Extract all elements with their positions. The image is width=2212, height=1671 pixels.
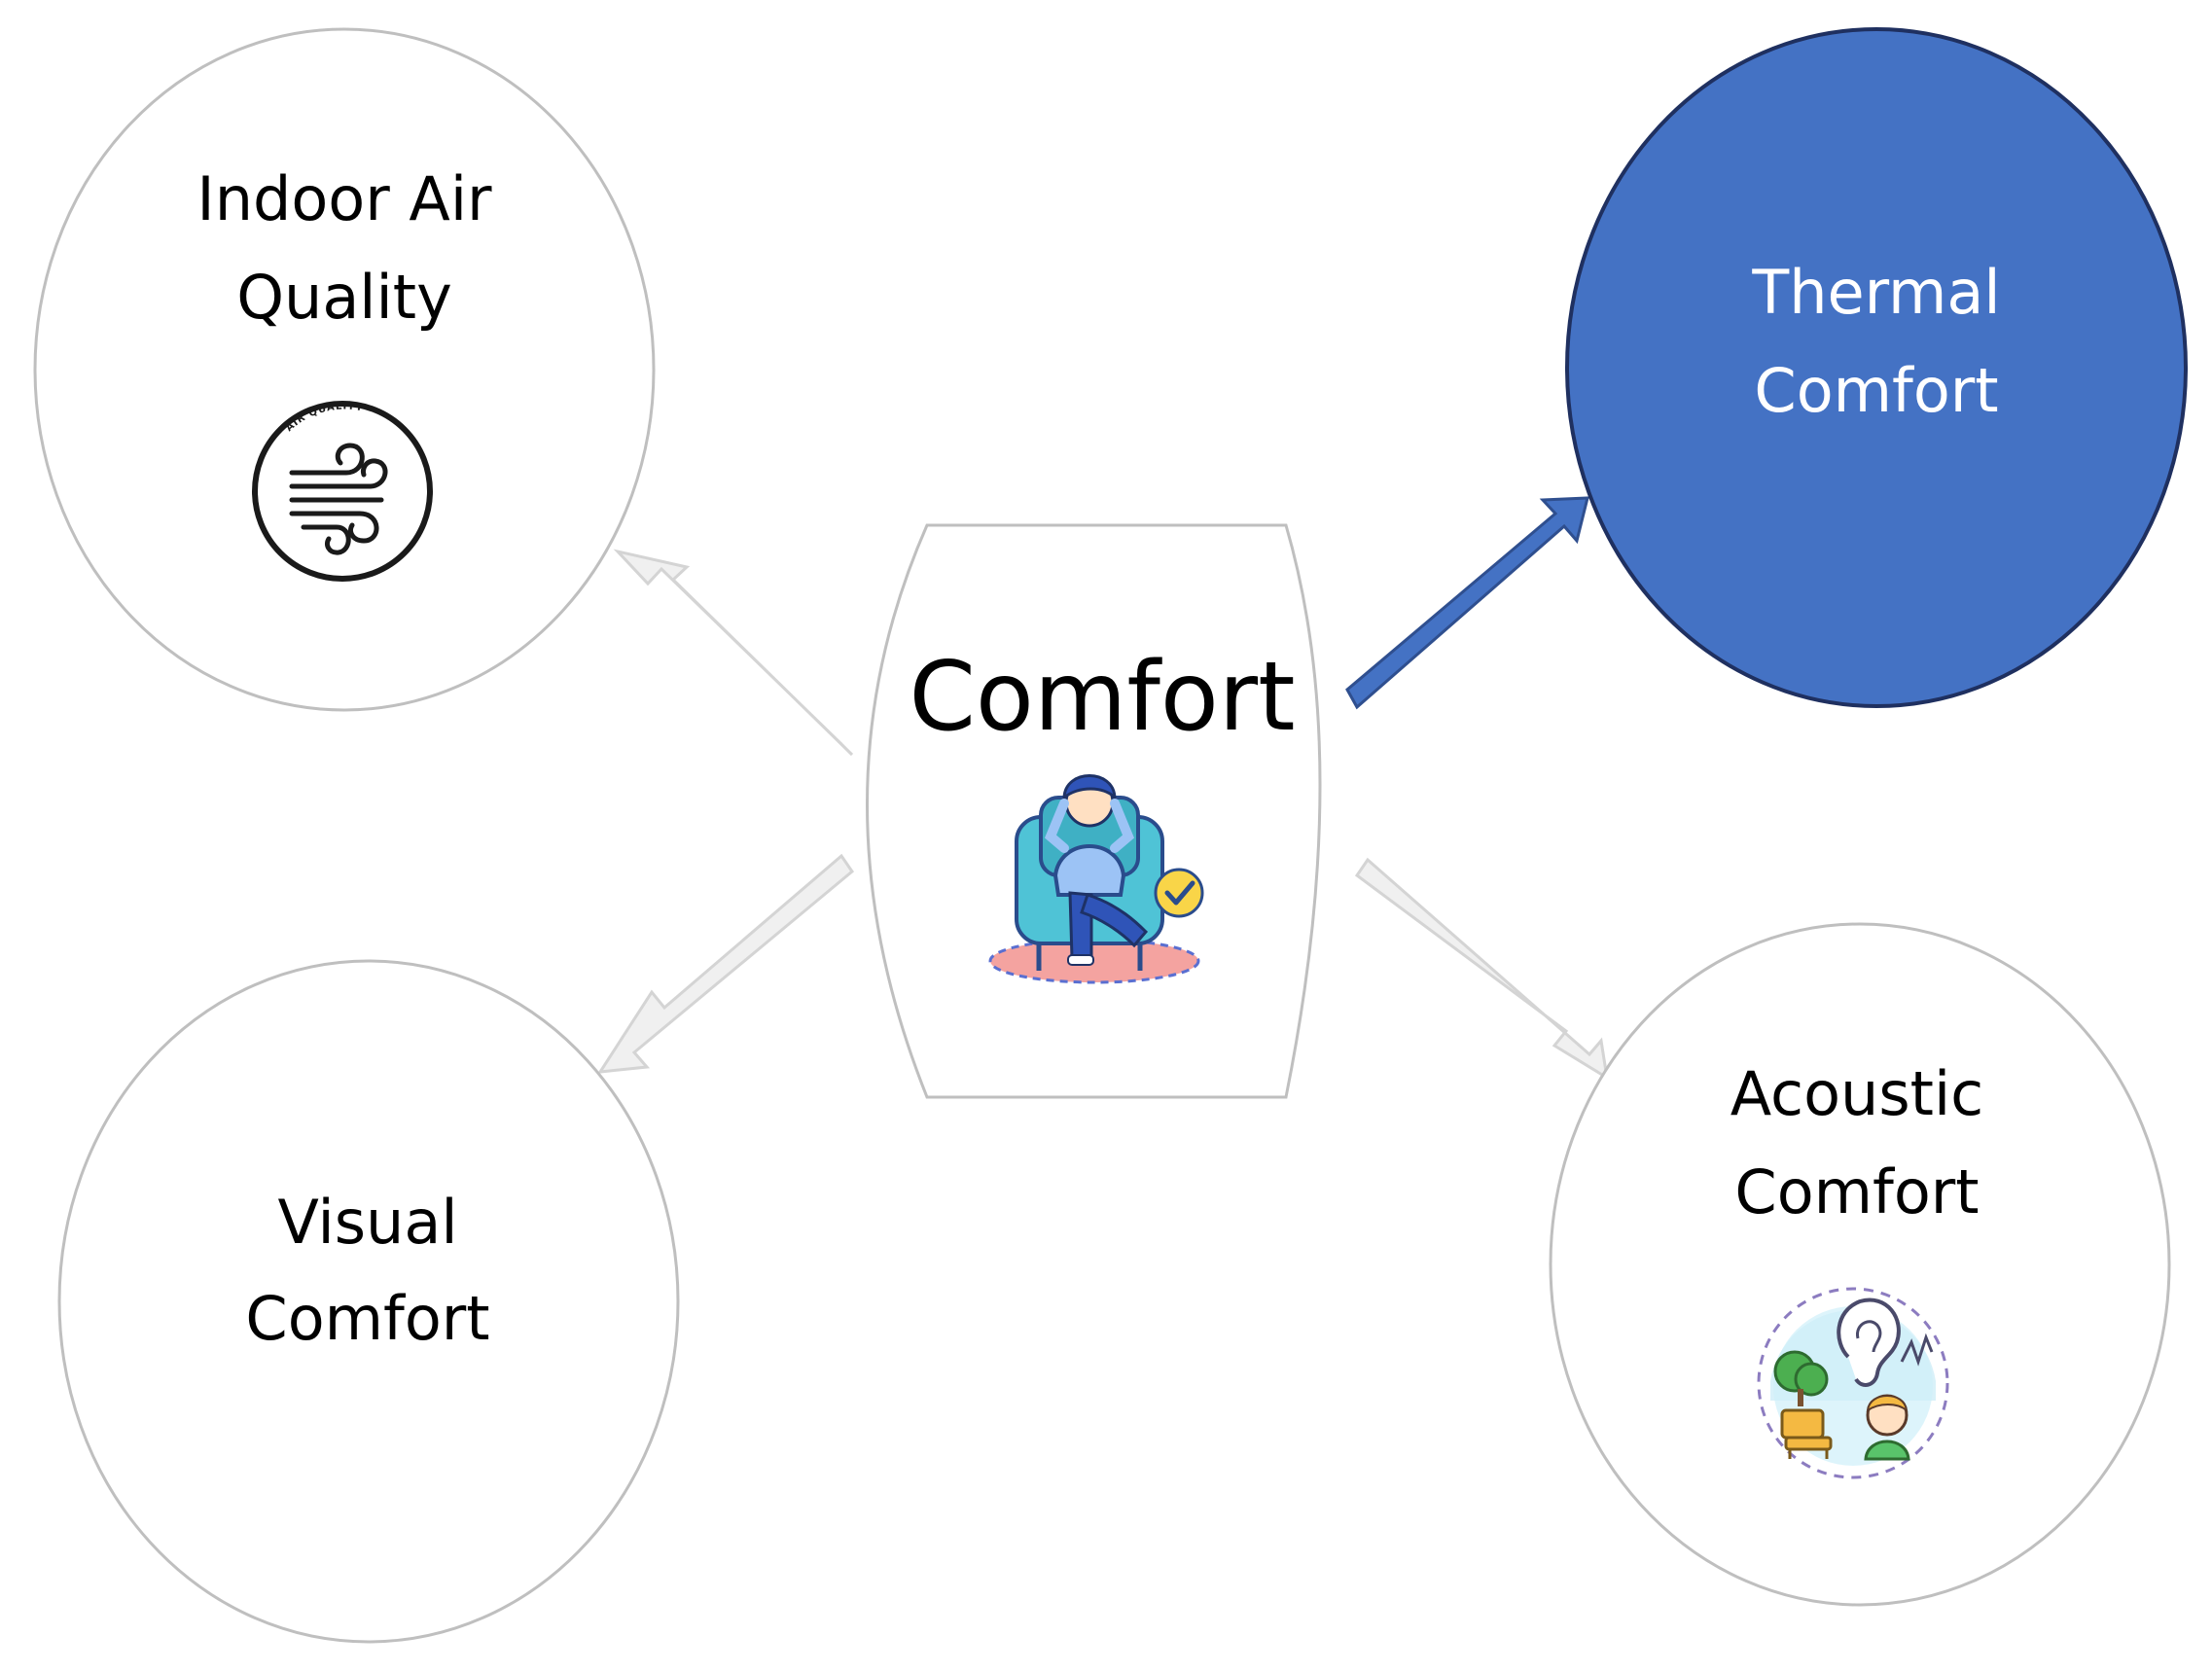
- visual-label-line2: Comfort: [245, 1283, 489, 1354]
- node-indoor-air-quality: Indoor Air Quality AIR QUALITY: [33, 27, 656, 712]
- node-thermal-comfort: Thermal Comfort: [1565, 27, 2188, 708]
- indoor-air-label-line2: Quality: [236, 262, 452, 333]
- thermal-label-line1: Thermal: [1751, 257, 2000, 328]
- arrow-to-acoustic-comfort: [1354, 857, 1609, 1081]
- node-acoustic-comfort: Acoustic Comfort: [1549, 922, 2171, 1607]
- indoor-air-label-line1: Indoor Air: [196, 163, 492, 234]
- node-visual-comfort: Visual Comfort: [57, 959, 680, 1644]
- visual-label-line1: Visual: [277, 1187, 457, 1258]
- center-label: Comfort: [909, 642, 1295, 753]
- acoustic-label-line2: Comfort: [1734, 1156, 1979, 1227]
- acoustic-label-line1: Acoustic: [1730, 1058, 1984, 1129]
- acoustic-ear-listener-icon: [1757, 1287, 1949, 1479]
- node-comfort-center: Comfort: [866, 523, 1322, 1099]
- thermal-label-line2: Comfort: [1754, 355, 1998, 426]
- person-relaxing-in-armchair-icon: [988, 774, 1204, 984]
- arrow-to-indoor-air-quality: [613, 549, 854, 757]
- arrow-to-thermal-comfort: [1345, 496, 1589, 710]
- arrow-to-visual-comfort: [597, 853, 855, 1074]
- air-quality-wind-icon: AIR QUALITY: [252, 401, 433, 582]
